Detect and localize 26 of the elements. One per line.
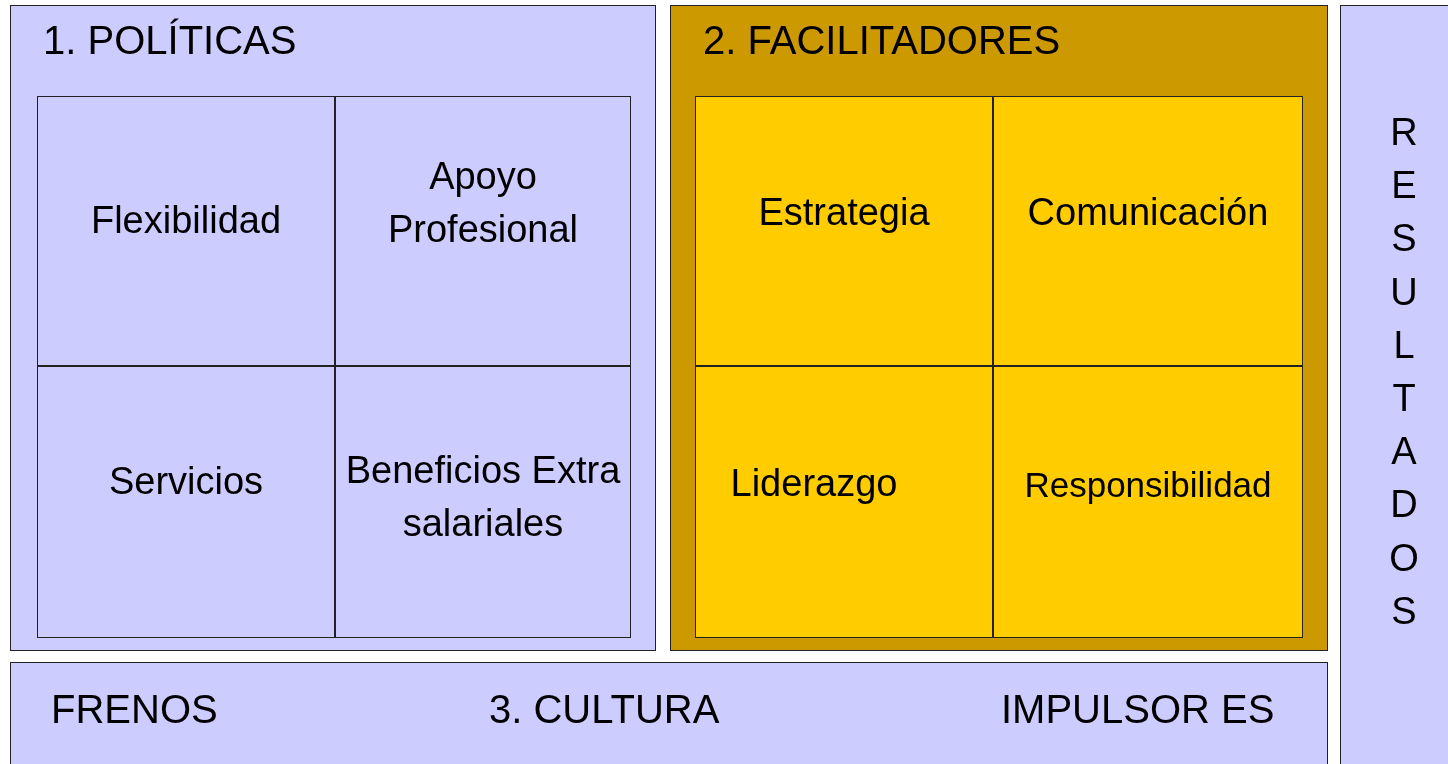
category-label: Apoyo Profesional [386,153,580,252]
category-cell [335,96,631,366]
category-cell [37,96,335,366]
culture-label: 3. CULTURA [489,687,720,732]
category-label: Comunicación [1027,190,1269,236]
category-label: Flexibilidad [90,198,282,244]
category-cell [993,96,1303,366]
panel-heading: 1. POLÍTICAS [43,18,297,63]
culture-label: FRENOS [51,687,218,732]
category-cell [695,96,993,366]
category-cell [335,366,631,638]
category-panel [10,5,656,651]
results-bar [1340,5,1448,764]
category-cell [37,366,335,638]
culture-bar [10,662,1328,764]
category-label: Estrategia [758,190,930,236]
category-label: Responsibilidad [1024,463,1272,506]
category-label: Servicios [108,459,264,505]
category-cell [993,366,1303,638]
category-cell [695,366,993,638]
category-label: Beneficios Extra salariales [344,447,622,546]
category-label: Liderazgo [730,461,898,507]
vertical-label: RESULTADOS [1388,110,1420,634]
category-panel [670,5,1328,651]
panel-heading: 2. FACILITADORES [703,18,1061,63]
culture-label: IMPULSOR ES [1001,687,1275,732]
